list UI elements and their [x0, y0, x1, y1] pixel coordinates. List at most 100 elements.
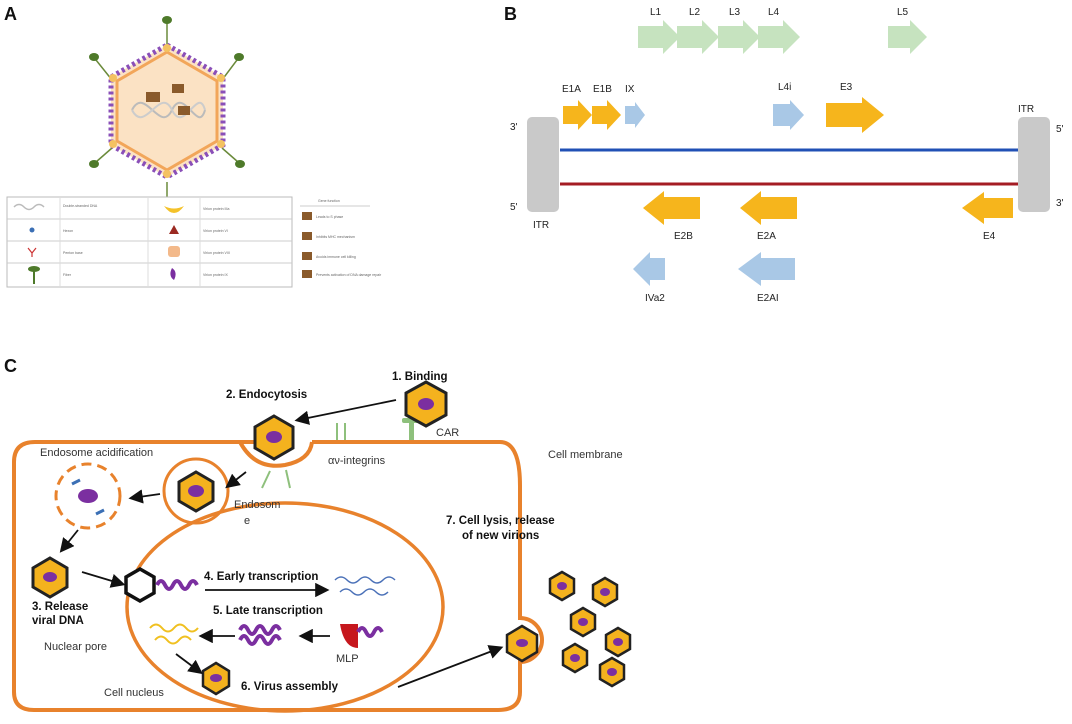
label-endosome-acidification: Endosome acidification — [40, 447, 153, 459]
dna-icon — [13, 203, 45, 211]
endosome — [162, 457, 230, 525]
gene-label-l4i: L4i — [778, 82, 791, 93]
gene-arrow-l4 — [758, 20, 800, 54]
gene-arrow-l5 — [888, 20, 927, 54]
gene-arrow-e1a — [563, 100, 592, 130]
gene-function-item-2: Avoids immune cell killing — [316, 255, 356, 259]
gene-box-1 — [146, 92, 160, 102]
gene-label-l3: L3 — [729, 7, 741, 18]
step-endocytosis: 2. Endocytosis — [226, 389, 307, 401]
itr-left — [527, 117, 559, 212]
itr-right — [1018, 117, 1050, 212]
early-rna-1 — [334, 576, 396, 584]
fiber-icon — [28, 266, 40, 284]
step-late: 5. Late transcription — [213, 605, 323, 617]
step-binding: 1. Binding — [392, 371, 448, 383]
gene-arrow-e3 — [826, 97, 884, 133]
genome-map: 3' 5' 5' 3' ITR ITR L1 L2 L3 L4 L5 E1A E… — [510, 7, 1064, 304]
gene-function-icon-3 — [302, 252, 312, 260]
process-arrows — [59, 399, 504, 688]
protein-viii-icon — [168, 246, 180, 257]
capsid-hexagon — [108, 42, 226, 180]
gene-arrow-e1b — [592, 100, 621, 130]
legend-table: Double-stranded DNA Virion protein IIIa … — [6, 196, 293, 288]
gene-box-2 — [172, 84, 184, 93]
late-rna-1 — [149, 623, 199, 633]
gene-label-l1: L1 — [650, 7, 662, 18]
dna-strand-2 — [131, 101, 206, 119]
gene-function-list: Gene function Leads to S phase Inhibits … — [300, 199, 382, 278]
label-integrins: αν-integrins — [328, 455, 386, 467]
gene-arrow-l3 — [718, 20, 760, 54]
hexon-icon — [29, 227, 35, 233]
label-endosome-line2: e — [244, 515, 250, 527]
label-car: CAR — [436, 427, 459, 439]
gene-function-item-3: Prevents activation of DNA damage repair — [316, 273, 382, 277]
gene-label-e1b: E1B — [593, 84, 612, 95]
late-rna-2 — [154, 635, 192, 645]
end-label-right-bottom: 3' — [1056, 198, 1064, 209]
panel-letter-c: C — [4, 356, 17, 376]
cell-nucleus-envelope — [125, 501, 445, 713]
gene-function-icon-2 — [302, 232, 312, 240]
legend-label-2: Hexon — [63, 229, 73, 233]
end-label-left-bottom: 5' — [510, 202, 518, 213]
mlp-dna — [356, 626, 384, 638]
legend-label-7: Virion protein IX — [203, 273, 229, 277]
gene-label-e2b: E2B — [674, 231, 693, 242]
panel-letter-b: B — [504, 4, 517, 24]
gene-arrow-l4i — [773, 100, 804, 130]
virion-illustration — [89, 16, 245, 212]
nuclear-pore-icon — [124, 566, 156, 604]
cell-membrane — [12, 440, 544, 712]
label-mlp: MLP — [336, 653, 359, 665]
gene-label-ix: IX — [625, 84, 635, 95]
gene-label-iva2: IVa2 — [645, 293, 665, 304]
viral-dna-coil — [155, 579, 199, 591]
gene-arrow-e2ai — [738, 252, 795, 286]
label-endosome-line1: Endosom — [234, 499, 280, 511]
step-release-line1: 3. Release — [32, 601, 88, 613]
acidified-endosome — [54, 462, 122, 530]
step-release-line2: viral DNA — [32, 615, 84, 627]
gene-label-l2: L2 — [689, 7, 701, 18]
gene-arrow-e4 — [962, 192, 1013, 224]
virion-assembly — [201, 661, 231, 696]
virion-endosome — [177, 470, 215, 513]
legend-label-1: Virion protein IIIa — [203, 207, 229, 211]
legend-label-6: Fiber — [63, 273, 72, 277]
gene-arrow-ix — [625, 102, 645, 128]
gene-label-e4: E4 — [983, 231, 996, 242]
virion-binding — [404, 380, 448, 428]
integrins — [261, 423, 346, 489]
endocytic-pit — [238, 441, 314, 468]
late-dna-coil-2 — [238, 634, 282, 646]
gene-function-title: Gene function — [318, 199, 340, 203]
label-cell-membrane: Cell membrane — [548, 449, 623, 461]
virion-budding — [505, 624, 539, 663]
gene-label-e1a: E1A — [562, 84, 581, 95]
gene-arrow-e2a — [740, 191, 797, 225]
label-nuclear-pore: Nuclear pore — [44, 641, 107, 653]
end-label-left-top: 3' — [510, 122, 518, 133]
gene-box-3 — [178, 106, 190, 115]
step-lysis-line1: 7. Cell lysis, release — [446, 515, 555, 527]
gene-function-item-1: Inhibits MHC mechanism — [316, 235, 355, 239]
gene-arrow-iva2 — [633, 252, 665, 286]
replication-cycle: 1. Binding 2. Endocytosis 3. Release vir… — [12, 371, 632, 713]
mlp-icon — [340, 624, 358, 648]
gene-function-icon-4 — [302, 270, 312, 278]
gene-arrow-e2b — [643, 191, 700, 225]
gene-function-icon-1 — [302, 212, 312, 220]
virion-release — [31, 556, 69, 599]
gene-label-e3: E3 — [840, 82, 853, 93]
virion-endocytosis — [253, 414, 295, 461]
protein-vi-icon — [169, 225, 179, 234]
virion-acidified — [71, 478, 105, 516]
legend-label-3: Virion protein VI — [203, 229, 228, 233]
protein-ix-icon — [170, 268, 176, 280]
released-virion-cores — [557, 582, 623, 676]
panel-letter-a: A — [4, 4, 17, 24]
end-label-right-top: 5' — [1056, 124, 1064, 135]
